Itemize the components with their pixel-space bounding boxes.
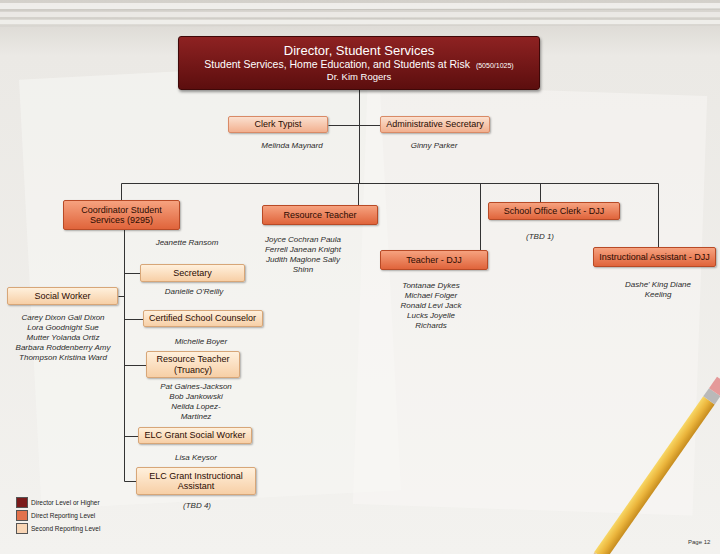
staff-names: Lisa Keysor: [146, 453, 246, 463]
position-box: Certified School CounselorMichelle Boyer: [143, 310, 263, 327]
paper-edge: [0, 12, 720, 17]
position-title: ELC Grant Instructional Assistant: [142, 471, 250, 492]
position-box: ELC Grant Instructional Assistant(TBD 4): [136, 467, 256, 495]
position-title: Coordinator Student Services (9295): [69, 205, 174, 226]
org-connector: [125, 231, 137, 482]
page-number: Page 12: [688, 539, 710, 545]
legend-item: Director Level or Higher: [16, 496, 100, 509]
staff-names: (TBD 4): [147, 501, 247, 511]
position-box: Clerk TypistMelinda Maynard: [228, 116, 328, 133]
staff-names: Danielle O'Reilly: [144, 287, 244, 297]
position-box: Resource TeacherJoyce Cochran Paula Ferr…: [262, 205, 378, 225]
position-box: Teacher - DJJTontanae Dykes Michael Folg…: [380, 250, 488, 270]
org-connector: [360, 91, 481, 251]
paper-edge: [0, 3, 720, 9]
org-connector: [360, 91, 659, 248]
position-title: Social Worker: [35, 291, 91, 301]
position-box: Instructional Assistant - DJJDashe' King…: [593, 247, 716, 267]
staff-names: Joyce Cochran Paula Ferrell Janean Knigh…: [261, 235, 345, 275]
pencil-eraser: [709, 377, 720, 396]
staff-names: (TBD 1): [510, 232, 570, 242]
legend-text: Direct Reporting Level: [31, 512, 95, 519]
position-title: School Office Clerk - DJJ: [504, 206, 604, 216]
position-box: ELC Grant Social WorkerLisa Keysor: [138, 427, 252, 444]
org-connector: [125, 231, 141, 274]
position-title: Director, Student Services: [284, 43, 434, 59]
director-text-group: Director, Student ServicesStudent Servic…: [204, 43, 513, 84]
paper-stack: [0, 3, 720, 26]
legend-text: Director Level or Higher: [31, 499, 100, 506]
staff-names: Ginny Parker: [384, 141, 484, 151]
org-connector: [329, 91, 360, 126]
staff-names: Dashe' King Diane Keeling: [618, 280, 698, 300]
legend-item: Second Reporting Level: [16, 522, 100, 535]
position-box: Social WorkerCarey Dixon Gail Dixon Lora…: [7, 287, 118, 305]
pencil-illustration: [582, 377, 720, 554]
position-box: Administrative SecretaryGinny Parker: [380, 116, 490, 133]
department-line: Student Services, Home Education, and St…: [204, 58, 513, 71]
staff-names: Melinda Maynard: [242, 141, 342, 151]
staff-names: Carey Dixon Gail Dixon Lora Goodnight Su…: [15, 313, 111, 363]
org-connector: [125, 231, 147, 366]
budget-code: (5050/1025): [476, 62, 514, 69]
department-name: Student Services, Home Education, and St…: [204, 58, 470, 71]
legend-text: Second Reporting Level: [31, 525, 100, 532]
staff-names: Pat Gaines-Jackson Bob Jankowski Nelida …: [157, 382, 235, 422]
org-connector: [122, 91, 360, 201]
director-box: Director, Student ServicesStudent Servic…: [178, 36, 540, 90]
position-title: Resource Teacher (Truancy): [152, 354, 234, 375]
org-connector: [360, 91, 381, 126]
staff-names: Jeanette Ransom: [137, 238, 237, 248]
org-connector: [125, 231, 139, 437]
org-connector: [119, 231, 125, 297]
position-title: Resource Teacher: [284, 210, 357, 220]
position-title: Instructional Assistant - DJJ: [599, 252, 710, 262]
staff-names: Michelle Boyer: [151, 337, 251, 347]
paper-line: [0, 25, 720, 26]
position-title: Teacher - DJJ: [406, 255, 462, 265]
position-box: Coordinator Student Services (9295)Jeane…: [63, 200, 180, 230]
legend-item: Direct Reporting Level: [16, 509, 100, 522]
position-title: ELC Grant Social Worker: [145, 430, 246, 440]
position-title: Certified School Counselor: [149, 313, 256, 323]
pencil-body: [594, 396, 714, 554]
legend-swatch: [16, 510, 28, 521]
paper-sheet: [19, 61, 401, 509]
position-title: Clerk Typist: [255, 119, 302, 129]
paper-sheet: [353, 84, 707, 516]
person-name: Dr. Kim Rogers: [327, 71, 391, 83]
position-box: Resource Teacher (Truancy)Pat Gaines-Jac…: [146, 351, 240, 378]
staff-names: Tontanae Dykes Michael Folger Ronald Lev…: [391, 281, 471, 331]
position-title: Administrative Secretary: [386, 119, 484, 129]
legend: Director Level or HigherDirect Reporting…: [16, 496, 100, 535]
legend-swatch: [16, 497, 28, 508]
paper-line: [0, 18, 720, 19]
position-title: Secretary: [173, 268, 212, 278]
legend-swatch: [16, 523, 28, 534]
position-box: School Office Clerk - DJJ(TBD 1): [488, 202, 620, 220]
paper-line: [0, 9, 720, 10]
org-connector: [360, 91, 541, 203]
paper-edge: [0, 20, 720, 24]
position-box: SecretaryDanielle O'Reilly: [140, 264, 245, 282]
